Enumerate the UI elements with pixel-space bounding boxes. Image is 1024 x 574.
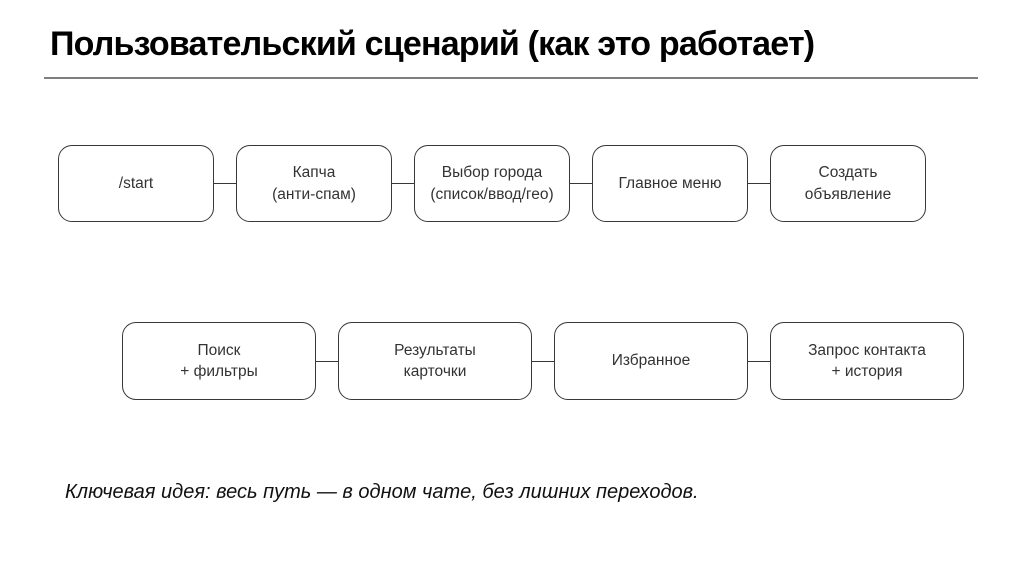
key-idea-note: Ключевая идея: весь путь — в одном чате,… [65,481,699,503]
flow-row-1: /start Капча (анти-спам) Выбор города (с… [58,145,926,222]
connector-line [570,183,592,184]
flow-node-create-ad: Создать объявление [770,145,926,222]
connector-line [392,183,414,184]
flow-node-label: Результаты карточки [394,341,476,380]
connector-line [532,360,554,362]
flow-node-label: Избранное [611,352,691,370]
flow-node-label: /start [118,174,154,192]
flow-node-results-cards: Результаты карточки [338,322,532,400]
connector-line [316,360,338,362]
connector-line [748,183,770,184]
flow-node-label: Поиск + фильтры [180,341,258,380]
flow-node-label: Создать объявление [804,164,892,203]
flow-node-main-menu: Главное меню [592,145,748,222]
title-divider-line [44,77,978,79]
flow-node-start: /start [58,145,214,222]
connector-line [748,360,770,362]
flow-node-search-filters: Поиск + фильтры [122,322,316,400]
flow-node-captcha: Капча (анти-спам) [236,145,392,222]
flow-node-label: Выбор города (список/ввод/гео) [430,164,554,203]
flow-row-2: Поиск + фильтры Результаты карточки Избр… [122,322,964,400]
flow-node-contact-request: Запрос контакта + история [770,322,964,400]
flow-node-label: Главное меню [618,174,722,192]
flow-node-city-select: Выбор города (список/ввод/гео) [414,145,570,222]
flow-node-label: Капча (анти-спам) [272,164,356,203]
flow-node-label: Запрос контакта + история [808,341,926,380]
connector-line [214,183,236,184]
flow-node-favorites: Избранное [554,322,748,400]
slide-title: Пользовательский сценарий (как это работ… [50,25,815,63]
